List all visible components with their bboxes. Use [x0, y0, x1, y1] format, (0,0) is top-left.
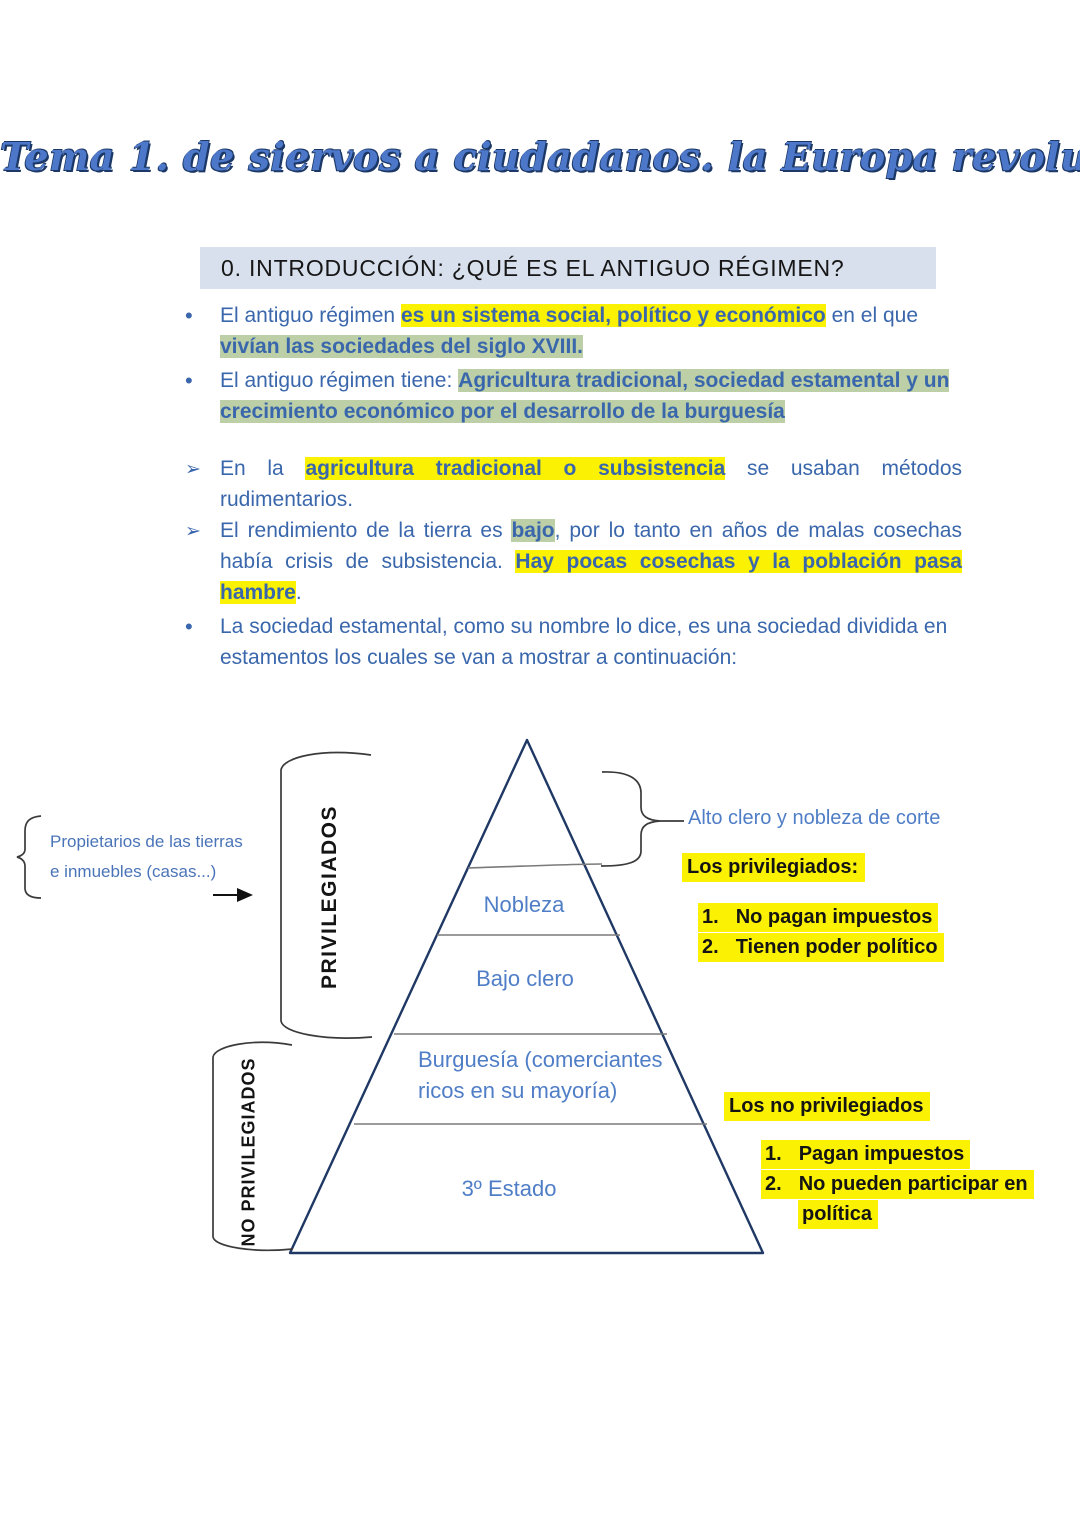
bullet-paragraph: • El antiguo régimen tiene: Agricultura …	[185, 365, 962, 427]
land-owners-note: Propietarios de las tierras e inmuebles …	[50, 827, 243, 887]
burguesia-line1: Burguesía (comerciantes	[418, 1047, 663, 1072]
text-segment: , por lo tanto en años de malas cosechas…	[220, 519, 962, 573]
item-text: No pueden participar en	[798, 1173, 1028, 1195]
non-privileged-vertical-label: NO PRIVILEGIADOS	[238, 1057, 259, 1247]
privileged-bracket	[280, 751, 373, 1039]
paragraph-text: La sociedad estamental, como su nombre l…	[220, 611, 962, 673]
arrow-bullet-icon: ➢	[185, 459, 201, 480]
notes-body: • El antiguo régimen es un sistema socia…	[185, 300, 962, 673]
arrow-head-icon	[237, 888, 253, 902]
item-text: Tienen poder político	[735, 936, 938, 958]
bullet-icon: •	[185, 368, 193, 393]
non-privileged-box-title: Los no privilegiados	[724, 1092, 931, 1121]
item-number: 1.	[765, 1143, 782, 1165]
item-text: política	[798, 1200, 879, 1229]
bullet-paragraph: • El antiguo régimen es un sistema socia…	[185, 300, 962, 362]
alto-clero-label: Alto clero y nobleza de corte	[688, 807, 941, 829]
text-segment: se usaban métodos rudimentarios.	[220, 457, 963, 511]
left-note-brace	[16, 815, 42, 899]
text-segment: El antiguo régimen	[220, 304, 401, 327]
list-item: 1. Pagan impuestos	[761, 1140, 1034, 1169]
privileged-box-title: Los privilegiados:	[682, 853, 866, 882]
section-header: 0. INTRODUCCIÓN: ¿QUÉ ES EL ANTIGUO RÉGI…	[200, 247, 936, 289]
burguesia-line2: ricos en su mayoría)	[418, 1078, 618, 1103]
arrow-bullet-icon: ➢	[185, 521, 201, 542]
text-segment: El rendimiento de la tierra es	[220, 519, 512, 542]
apex-brace	[600, 771, 661, 867]
bullet-icon: •	[185, 614, 193, 639]
list-item: 2. No pueden participar en política	[761, 1170, 1034, 1229]
list-item: 1. No pagan impuestos	[698, 903, 944, 932]
text-segment: El antiguo régimen tiene:	[220, 369, 459, 392]
item-text: No pagan impuestos	[735, 906, 933, 928]
paragraph-text: El rendimiento de la tierra es bajo, por…	[220, 515, 962, 608]
privileged-list: 1. No pagan impuestos 2. Tienen poder polí…	[698, 903, 944, 966]
non-privileged-bracket	[212, 1041, 294, 1252]
pyramid-level-bajo-clero: Bajo clero	[476, 966, 574, 991]
item-number: 1.	[702, 906, 719, 928]
item-text: Pagan impuestos	[798, 1143, 965, 1165]
paragraph-text: El antiguo régimen es un sistema social,…	[220, 300, 962, 362]
text-segment: En la	[220, 457, 306, 480]
land-owners-note-line2: e inmuebles (casas...)	[50, 862, 217, 881]
item-text-wrap-line: política	[798, 1200, 1034, 1229]
list-item: 2. Tienen poder político	[698, 933, 944, 962]
pyramid-level-burguesia: Burguesía (comerciantes ricos en su mayo…	[418, 1044, 663, 1106]
bullet-paragraph: • La sociedad estamental, como su nombre…	[185, 611, 962, 673]
section-header-text: 0. INTRODUCCIÓN: ¿QUÉ ES EL ANTIGUO RÉGI…	[221, 254, 845, 281]
item-number: 2.	[765, 1173, 782, 1195]
non-privileged-list: 1. Pagan impuestos 2. No pueden participar…	[761, 1140, 1034, 1233]
text-segment: en el que	[825, 304, 919, 327]
privileged-box-title-text: Los privilegiados:	[682, 853, 866, 882]
pyramid-level-tercer-estado: 3º Estado	[461, 1176, 557, 1201]
arrow-paragraph: ➢ En la agricultura tradicional o subsis…	[185, 453, 962, 515]
text-segment: bajo	[511, 519, 555, 542]
privileged-vertical-label: PRIVILEGIADOS	[318, 804, 341, 990]
paragraph-text: En la agricultura tradicional o subsiste…	[220, 453, 962, 515]
text-segment: vivían las sociedades del siglo XVIII.	[220, 335, 583, 358]
arrow-paragraph: ➢ El rendimiento de la tierra es bajo, p…	[185, 515, 962, 608]
pyramid-outline	[288, 738, 765, 1255]
item-number: 2.	[702, 936, 719, 958]
pyramid-level-nobleza: Nobleza	[483, 892, 565, 917]
bullet-icon: •	[185, 303, 193, 328]
non-privileged-box-title-text: Los no privilegiados	[724, 1092, 931, 1121]
pyramid-divider-1	[467, 863, 603, 869]
page-title: Tema 1. de siervos a ciudadanos. la Euro…	[0, 134, 1080, 179]
paragraph-text: El antiguo régimen tiene: Agricultura tr…	[220, 365, 962, 427]
text-segment: .	[295, 581, 302, 604]
text-segment: La sociedad estamental, como su nombre l…	[220, 615, 948, 669]
land-owners-note-line1: Propietarios de las tierras	[50, 832, 243, 851]
text-segment: agricultura tradicional o subsistencia	[305, 457, 726, 480]
text-segment: es un sistema social, político y económi…	[400, 304, 826, 327]
